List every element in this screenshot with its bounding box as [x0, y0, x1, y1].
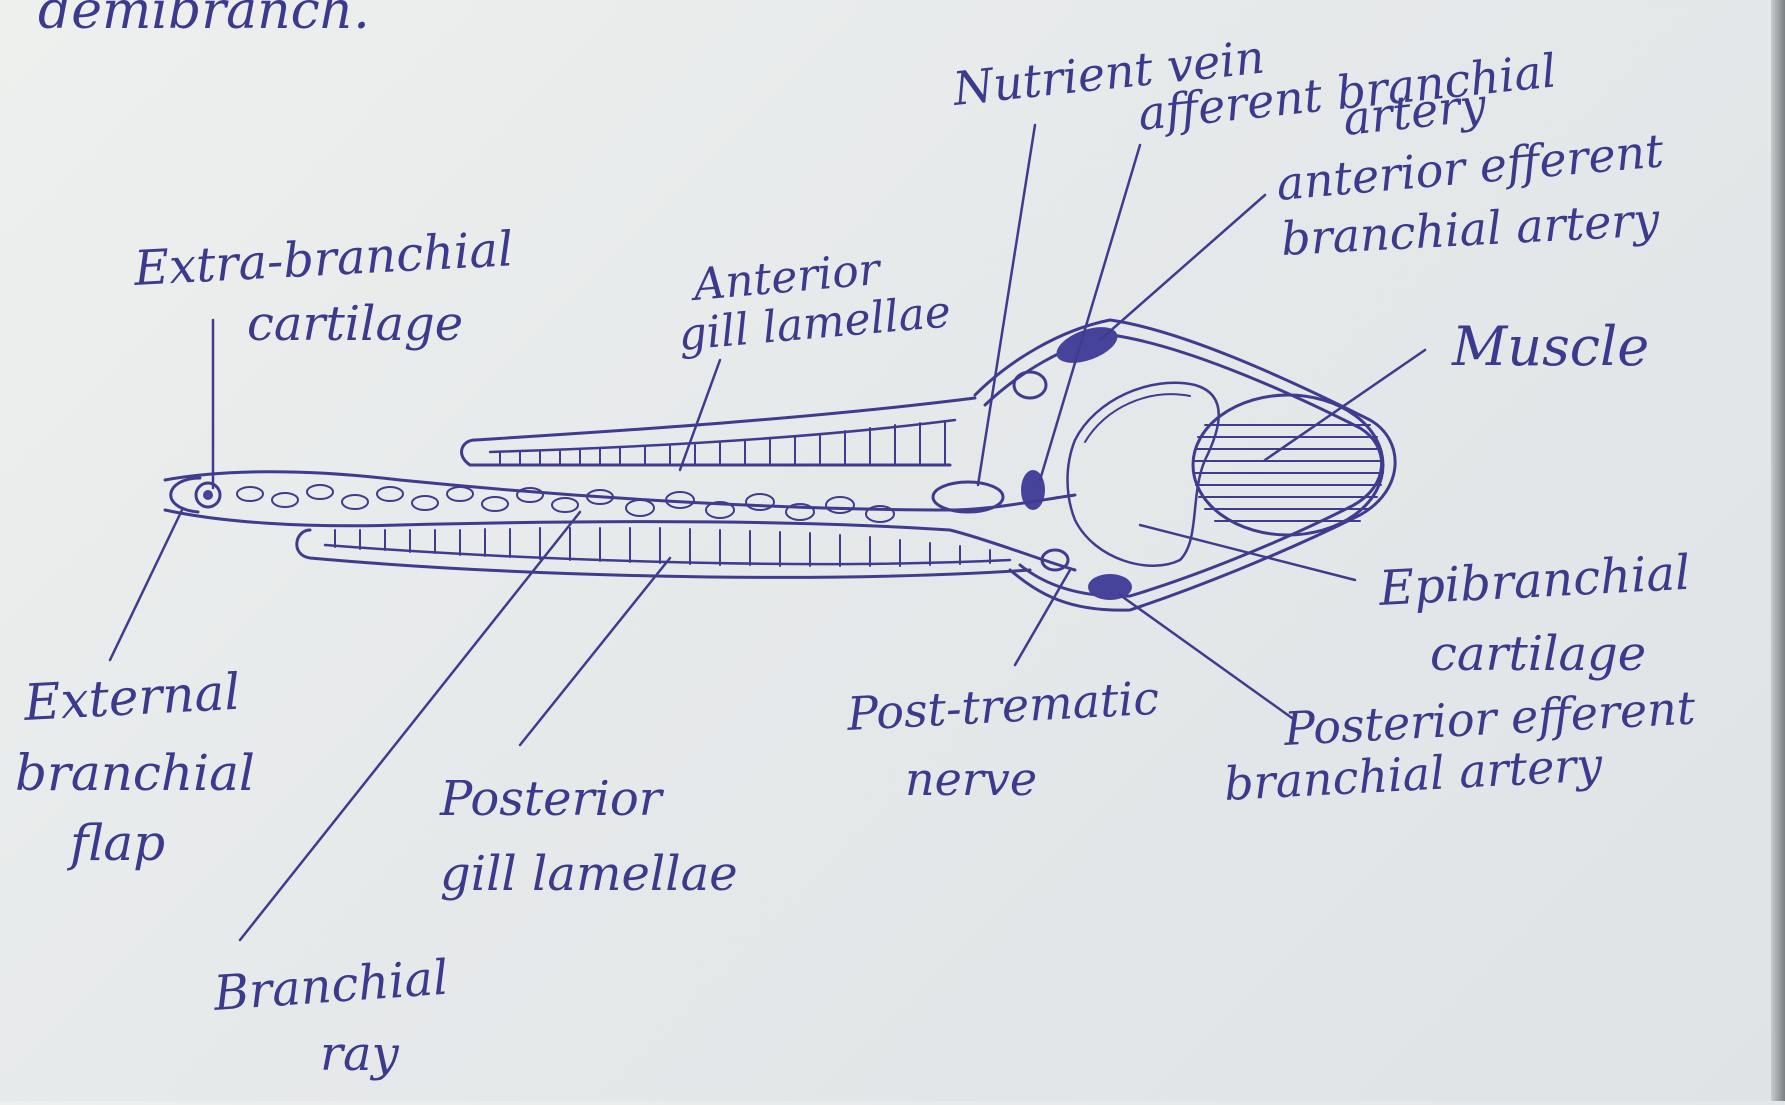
anterior-gill-lamellae [462, 440, 950, 465]
labels: Nutrient vein afferent branchial artery … [15, 30, 1697, 1082]
gill-section [165, 320, 1395, 610]
leader-nutrient-vein [978, 125, 1035, 485]
leader-post-trematic-nerve [1015, 570, 1070, 665]
leader-posterior-gill-lamellae [520, 558, 670, 745]
leader-anterior-gill-lamellae [680, 360, 720, 470]
muscle-striations [1194, 425, 1383, 521]
leader-anterior-efferent-branchial-artery [1100, 195, 1265, 340]
leader-afferent-branchial-artery [1040, 145, 1140, 480]
label-external-branchial-flap-2: branchial [15, 744, 255, 802]
label-posterior-efferent-branchial-artery-2: branchial artery [1223, 737, 1605, 811]
label-posterior-gill-lamellae-2: gill lamellae [440, 846, 738, 902]
posterior-efferent-vessel [1088, 574, 1132, 600]
label-muscle: Muscle [1451, 315, 1649, 378]
label-external-branchial-flap-1: External [22, 663, 242, 732]
label-post-trematic-nerve-2: nerve [905, 752, 1037, 806]
leader-muscle [1265, 350, 1425, 460]
label-branchial-ray-2: ray [320, 1026, 400, 1082]
label-post-trematic-nerve-1: Post-trematic [845, 671, 1161, 741]
heading-fragment: demibranch. [38, 0, 370, 41]
label-epibranchial-cartilage-2: cartilage [1430, 626, 1646, 682]
label-posterior-gill-lamellae-1: Posterior [439, 771, 665, 827]
paper-edge-shadow [1771, 0, 1785, 1101]
leader-external-branchial-flap [110, 510, 182, 660]
nutrient-vein-vessel [1014, 372, 1046, 398]
muscle-shape [1193, 395, 1383, 535]
label-extra-branchial-cartilage-1: Extra-branchial [132, 221, 515, 297]
label-extra-branchial-cartilage-2: cartilage [247, 296, 463, 352]
posterior-lamellae-rays [335, 528, 990, 566]
label-external-branchial-flap-3: flap [66, 814, 165, 872]
label-epibranchial-cartilage-1: Epibranchial [1377, 545, 1692, 617]
septum-cells [237, 485, 894, 522]
posterior-gill-lamellae [297, 530, 1030, 577]
label-branchial-ray-1: Branchial [211, 950, 450, 1022]
